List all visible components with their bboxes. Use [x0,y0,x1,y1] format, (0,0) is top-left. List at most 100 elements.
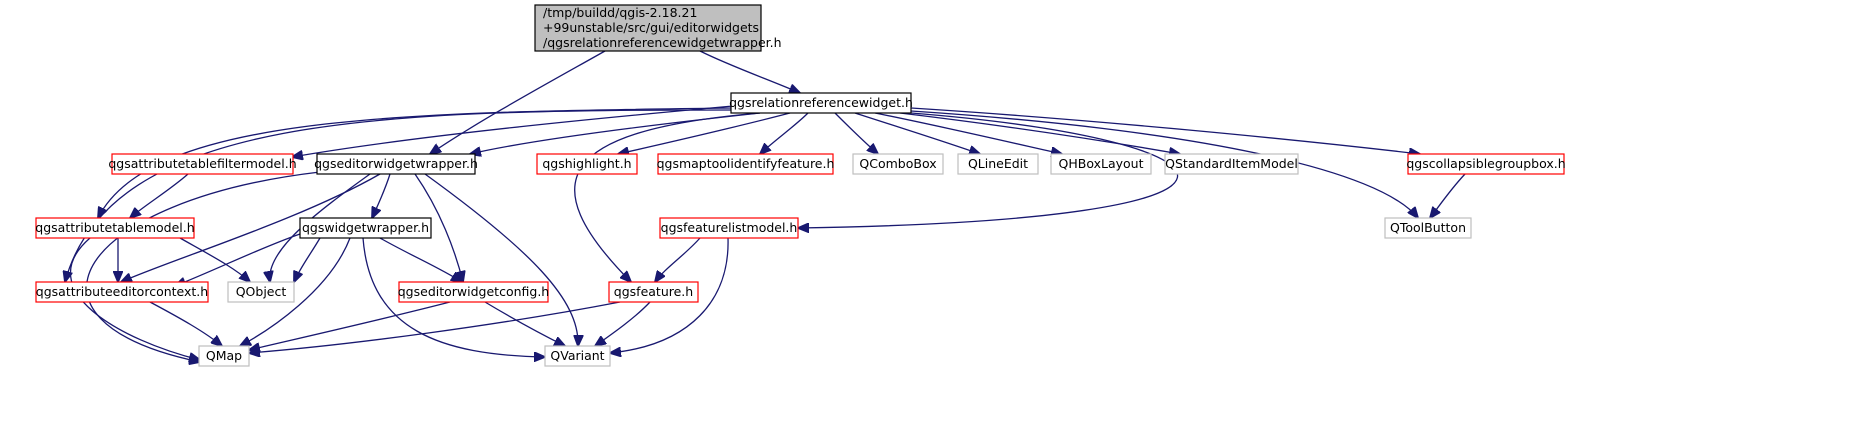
node-label-highlight: qgshighlight.h [542,156,631,171]
edge-relref-to-qlineedit [854,112,980,154]
node-highlight[interactable]: qgshighlight.h [536,153,638,175]
node-label-widgetwrap: qgswidgetwrapper.h [302,220,429,235]
node-box-featlist [659,217,799,239]
node-label-qstditem: QStandardItemModel [1165,156,1298,171]
edge-attrtable-to-qobject [179,237,250,282]
node-qmap: QMap [198,345,250,367]
node-label-relref: qgsrelationreferencewidget.h [729,95,913,110]
edge-editorwrap-to-widgetwrap [372,173,391,218]
edge-widgetwrap-to-editorcfg [379,237,462,282]
node-attrtable[interactable]: qgsattributetablemodel.h [35,217,195,239]
node-label-qtoolbutton: QToolButton [1390,220,1466,235]
node-label-qmap: QMap [206,348,242,363]
edge-attrtable-to-qmap [69,237,200,360]
node-collapsible[interactable]: qgscollapsiblegroupbox.h [1406,153,1566,175]
node-box-qcombobox [852,153,944,175]
edge-root-to-editorwrap [430,50,606,154]
node-box-collapsible [1407,153,1565,175]
node-qcombobox: QComboBox [852,153,944,175]
node-label-attrctx: qgsattributeeditorcontext.h [36,284,208,299]
node-box-qstditem [1164,153,1299,175]
node-label-qvariant: QVariant [550,348,604,363]
node-label-qlineedit: QLineEdit [968,156,1028,171]
node-label-attrfilter: qgsattributetablefiltermodel.h [108,156,296,171]
edge-feature-to-qmap [249,301,621,353]
edge-editorcfg-to-qmap [249,301,451,350]
node-feature[interactable]: qgsfeature.h [608,281,699,303]
node-label-root-line-1: +99unstable/src/gui/editorwidgets [543,20,759,35]
node-box-qtoolbutton [1384,217,1472,239]
edge-relref-to-collapsible [910,107,1420,154]
node-editorwrap[interactable]: qgseditorwidgetwrapper.h [314,153,478,175]
node-attrfilter[interactable]: qgsattributetablefiltermodel.h [108,153,297,175]
edge-featlist-to-feature [655,237,701,282]
node-widgetwrap[interactable]: qgswidgetwrapper.h [299,217,432,239]
node-box-relref [730,92,912,114]
node-box-qlineedit [957,153,1039,175]
edge-relref-to-attrtable [98,107,734,218]
node-box-maptool [657,153,834,175]
edge-collapsible-to-qtoolbutton [1430,173,1466,218]
edge-widgetwrap-to-qvariant [362,237,545,357]
edge-editorwrap-to-editorcfg [414,173,463,282]
node-box-root [534,4,762,52]
node-box-qvariant [544,345,611,367]
node-label-attrtable: qgsattributetablemodel.h [35,220,194,235]
edge-relref-to-qstditem [899,112,1180,154]
edge-feature-to-qvariant [595,301,651,346]
node-label-feature: qgsfeature.h [614,284,693,299]
edge-relref-to-qhbox [874,112,1062,154]
edge-relref-to-maptool [760,112,809,154]
node-attrctx[interactable]: qgsattributeeditorcontext.h [35,281,209,303]
node-label-featlist: qgsfeaturelistmodel.h [661,220,798,235]
node-label-editorwrap: qgseditorwidgetwrapper.h [314,156,478,171]
node-box-widgetwrap [299,217,432,239]
node-box-attrfilter [111,153,294,175]
edge-attrctx-to-qmap [149,301,222,346]
edge-root-to-relref [699,50,800,93]
node-root[interactable]: /tmp/buildd/qgis-2.18.21+99unstable/src/… [534,4,782,52]
node-label-collapsible: qgscollapsiblegroupbox.h [1406,156,1565,171]
edge-widgetwrap-to-qobject [294,237,321,282]
edge-editorwrap-to-qmap [86,171,321,362]
node-label-qhbox: QHBoxLayout [1059,156,1144,171]
edge-editorcfg-to-qvariant [484,301,565,346]
edge-editorwrap-to-qvariant [424,173,578,346]
edge-attrfilter-to-attrtable [130,173,189,218]
edge-relref-to-qcombobox [834,112,878,154]
node-qvariant: QVariant [544,345,611,367]
node-qtoolbutton: QToolButton [1384,217,1472,239]
node-qstditem: QStandardItemModel [1164,153,1299,175]
node-maptool[interactable]: qgsmaptoolidentifyfeature.h [657,153,835,175]
node-box-attrtable [35,217,195,239]
node-label-qobject: QObject [236,284,287,299]
node-box-editorcfg [398,281,549,303]
edge-widgetwrap-to-attrctx [175,233,301,286]
node-qhbox: QHBoxLayout [1050,153,1152,175]
node-qobject: QObject [227,281,295,303]
node-label-root-line-2: /qgsrelationreferencewidgetwrapper.h [543,35,782,50]
node-label-editorcfg: qgseditorwidgetconfig.h [398,284,549,299]
node-box-highlight [536,153,638,175]
edge-widgetwrap-to-qmap [240,237,351,346]
edge-featlist-to-qvariant [610,237,729,353]
node-editorcfg[interactable]: qgseditorwidgetconfig.h [398,281,549,303]
node-featlist[interactable]: qgsfeaturelistmodel.h [659,217,799,239]
node-box-qobject [227,281,295,303]
edge-relref-to-attrctx [65,109,734,282]
edge-editorwrap-to-attrctx [121,173,381,282]
node-label-maptool: qgsmaptoolidentifyfeature.h [657,156,835,171]
edge-relref-to-highlight [618,112,791,154]
node-label-qcombobox: QComboBox [859,156,936,171]
node-relref[interactable]: qgsrelationreferencewidget.h [729,92,913,114]
node-layer: /tmp/buildd/qgis-2.18.21+99unstable/src/… [35,4,1566,367]
node-label-root-line-0: /tmp/buildd/qgis-2.18.21 [543,5,697,20]
node-box-editorwrap [316,153,476,175]
node-box-qmap [198,345,250,367]
edge-relref-to-featlist [798,112,1179,228]
node-box-qhbox [1050,153,1152,175]
node-box-attrctx [35,281,209,303]
edge-relref-to-attrfilter [292,105,734,157]
node-qlineedit: QLineEdit [957,153,1039,175]
